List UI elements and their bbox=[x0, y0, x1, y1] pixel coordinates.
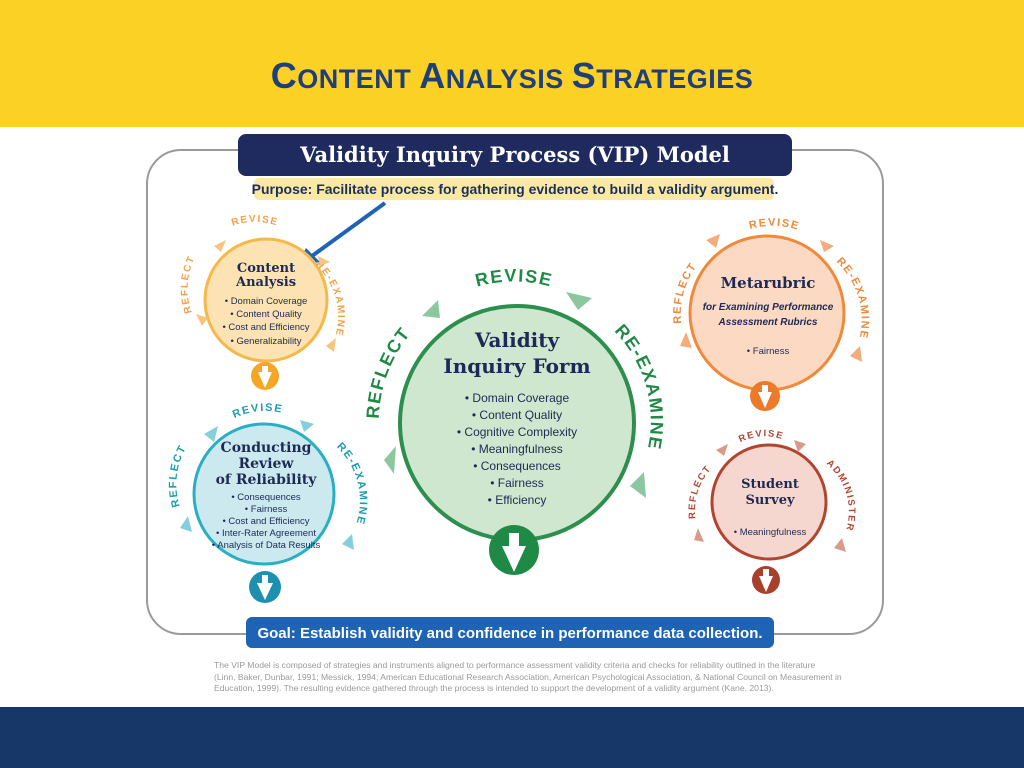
revise-label: REVISE bbox=[737, 428, 784, 445]
cycle-arrow-icon bbox=[850, 346, 862, 362]
student-survey-node: Student Survey • Meaningfulness REVISE A… bbox=[687, 428, 857, 594]
vip-title: Validity Inquiry Process (VIP) Model bbox=[299, 142, 730, 167]
revise-label: REVISE bbox=[230, 214, 278, 229]
validity-item: • Fairness bbox=[490, 476, 544, 490]
svg-text:REFLECT: REFLECT bbox=[167, 443, 189, 509]
cycle-arrow-icon bbox=[680, 332, 692, 348]
svg-text:REFLECT: REFLECT bbox=[687, 463, 714, 519]
footnote-line: The VIP Model is composed of strategies … bbox=[214, 660, 816, 670]
cycle-arrow-icon bbox=[422, 300, 440, 318]
metarubric-subtitle-2: Assessment Rubrics bbox=[718, 317, 818, 328]
cycle-arrow-icon bbox=[820, 240, 834, 252]
validity-heading-2: Inquiry Form bbox=[443, 354, 590, 378]
svg-text:REVISE: REVISE bbox=[473, 265, 555, 290]
reexamine-label: RE-EXAMINE bbox=[334, 440, 367, 526]
cycle-arrow-icon bbox=[196, 314, 208, 326]
cycle-arrow-icon bbox=[630, 472, 646, 498]
vip-title-bar bbox=[238, 134, 792, 176]
svg-text:REVISE: REVISE bbox=[737, 428, 785, 445]
purpose-text: Purpose: Facilitate process for gatherin… bbox=[252, 181, 779, 197]
footer-band bbox=[0, 707, 1024, 768]
metarubric-subtitle-1: for Examining Performance bbox=[703, 302, 834, 313]
validity-item: • Content Quality bbox=[472, 408, 562, 422]
cycle-arrow-icon bbox=[214, 240, 226, 252]
cycle-arrow-icon bbox=[342, 534, 354, 550]
footnote: The VIP Model is composed of strategies … bbox=[214, 660, 842, 695]
cycle-arrow-icon bbox=[694, 528, 704, 542]
cycle-arrow-icon bbox=[318, 256, 330, 266]
cycle-arrow-icon bbox=[326, 338, 336, 352]
validity-item: • Cognitive Complexity bbox=[457, 425, 577, 439]
footnote-line: (Linn, Baker, Dunbar, 1991; Messick, 199… bbox=[214, 671, 842, 682]
vip-model-diagram: Validity Inquiry Process (VIP) Model Pur… bbox=[146, 134, 884, 648]
metarubric-node: Metarubric for Examining Performance Ass… bbox=[672, 217, 869, 411]
validity-item: • Efficiency bbox=[488, 493, 547, 507]
cycle-arrow-icon bbox=[566, 292, 592, 310]
reliability-node: Conducting Review of Reliability • Conse… bbox=[167, 402, 369, 603]
reliability-heading-3: of Reliability bbox=[216, 472, 318, 488]
validity-item: • Consequences bbox=[473, 459, 561, 473]
validity-item: • Domain Coverage bbox=[465, 391, 570, 405]
cycle-arrow-icon bbox=[300, 420, 314, 432]
reliability-item: • Inter-Rater Agreement bbox=[216, 528, 316, 539]
svg-text:REFLECT: REFLECT bbox=[179, 254, 197, 315]
reliability-item: • Cost and Efficiency bbox=[222, 516, 309, 527]
cycle-arrow-icon bbox=[384, 446, 396, 474]
administer-label: ADMINISTER bbox=[824, 458, 855, 533]
title-band bbox=[0, 0, 1024, 127]
reliability-heading-1: Conducting bbox=[221, 440, 312, 456]
content-analysis-item: • Generalizability bbox=[231, 336, 302, 347]
svg-text:REVISE: REVISE bbox=[748, 217, 801, 233]
student-survey-item: • Meaningfulness bbox=[734, 527, 807, 538]
purpose-bar bbox=[254, 178, 774, 200]
reliability-item: • Analysis of Data Results bbox=[212, 540, 321, 551]
revise-label: REVISE bbox=[231, 402, 283, 421]
revise-label: REVISE bbox=[473, 265, 553, 290]
metarubric-item: • Fairness bbox=[747, 346, 790, 357]
cycle-arrow-icon bbox=[794, 440, 806, 452]
validity-heading-1: Validity bbox=[474, 328, 561, 352]
slide-title: CONTENT ANALYSIS STRATEGIES bbox=[270, 55, 754, 96]
student-survey-heading-1: Student bbox=[741, 477, 799, 492]
cycle-arrow-icon bbox=[716, 444, 728, 456]
content-analysis-node: Content Analysis • Domain Coverage • Con… bbox=[179, 214, 345, 390]
content-analysis-item: • Cost and Efficiency bbox=[222, 322, 309, 333]
content-analysis-item: • Content Quality bbox=[230, 309, 302, 320]
footnote-line: Education, 1999). The resulting evidence… bbox=[214, 683, 774, 693]
cycle-arrow-icon bbox=[204, 426, 218, 442]
reliability-item: • Consequences bbox=[231, 492, 301, 503]
revise-label: REVISE bbox=[748, 217, 800, 233]
cycle-arrow-icon bbox=[706, 234, 720, 248]
metarubric-heading: Metarubric bbox=[721, 274, 816, 292]
svg-text:REVISE: REVISE bbox=[230, 214, 280, 229]
svg-text:ADMINISTER: ADMINISTER bbox=[824, 458, 857, 533]
content-analysis-item: • Domain Coverage bbox=[225, 296, 308, 307]
reliability-item: • Fairness bbox=[245, 504, 288, 515]
goal-text: Goal: Establish validity and confidence … bbox=[257, 625, 762, 642]
goal-bar bbox=[246, 617, 774, 648]
content-analysis-heading-1: Content bbox=[237, 261, 295, 276]
cycle-arrow-icon bbox=[180, 516, 192, 532]
reflect-label: REFLECT bbox=[167, 443, 187, 509]
reflect-label: REFLECT bbox=[179, 254, 196, 315]
reflect-label: REFLECT bbox=[687, 463, 713, 519]
validity-inquiry-form-node: Validity Inquiry Form • Domain Coverage … bbox=[363, 265, 665, 575]
student-survey-heading-2: Survey bbox=[745, 493, 795, 508]
reliability-heading-2: Review bbox=[239, 456, 295, 472]
svg-text:RE-EXAMINE: RE-EXAMINE bbox=[334, 440, 369, 526]
content-analysis-heading-2: Analysis bbox=[235, 275, 296, 290]
svg-text:REVISE: REVISE bbox=[231, 402, 284, 421]
cycle-arrow-icon bbox=[834, 538, 846, 552]
validity-item: • Meaningfulness bbox=[471, 442, 563, 456]
